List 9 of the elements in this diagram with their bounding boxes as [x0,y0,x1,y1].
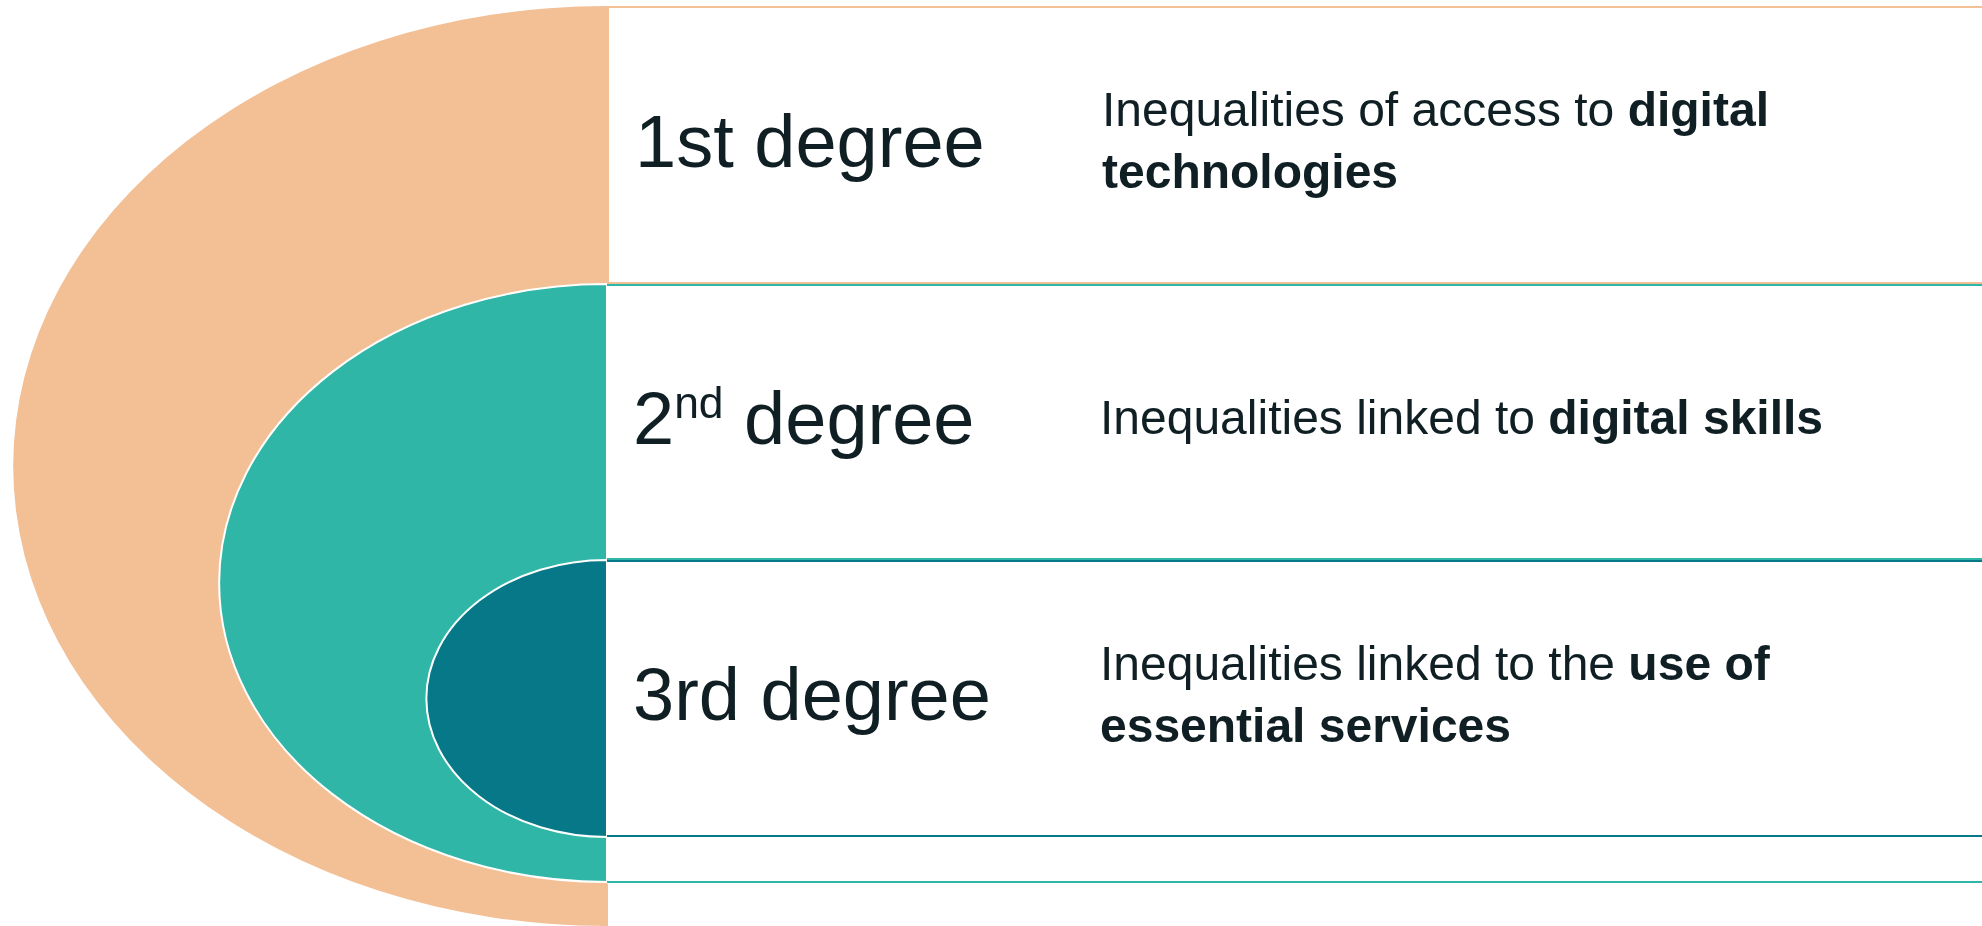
degree-description: Inequalities linked to the use of essential services [1100,635,1771,754]
degree-label: 1st degree [635,98,985,184]
degree-band [607,284,1982,560]
degree-description: Inequalities of access to digital technologies [1102,82,1770,200]
degree-band [607,560,1982,837]
degree-label: 2$^{nd}$ degree [633,375,975,461]
degree-description: Inequalities linked to digital skills [1100,390,1825,446]
degree-band [607,6,1982,284]
degree-label: 3rd degree [633,652,991,737]
